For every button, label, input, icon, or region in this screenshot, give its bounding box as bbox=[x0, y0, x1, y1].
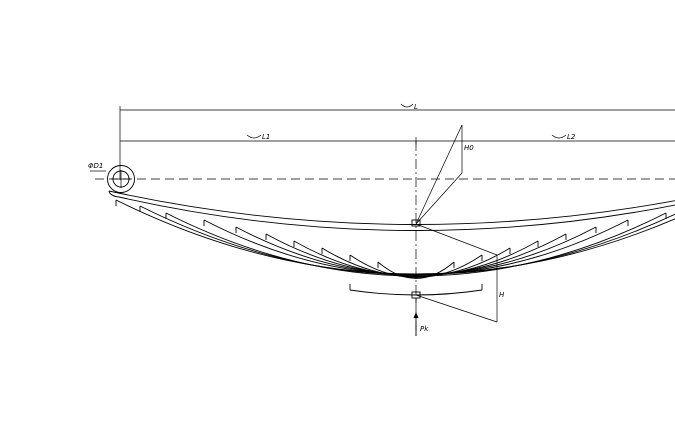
leaf-stack bbox=[108, 190, 675, 296]
dimension-l1-l2: L1 L2 bbox=[120, 133, 675, 145]
dimension-free-camber: H0 bbox=[415, 124, 474, 225]
label-eye-diameter: ΦD1 bbox=[88, 162, 103, 170]
label-camber-loaded: H bbox=[499, 291, 505, 299]
label-load: Pk bbox=[420, 325, 429, 333]
load-arrow: Pk bbox=[413, 312, 429, 336]
label-length-1: L1 bbox=[262, 133, 270, 141]
leaf-6-top bbox=[265, 233, 567, 276]
leaf-4-top bbox=[203, 219, 629, 276]
leaf-8-top bbox=[321, 247, 511, 278]
main-leaf-end bbox=[108, 190, 120, 198]
label-length-2: L2 bbox=[567, 133, 576, 141]
leaf-10-top bbox=[377, 261, 455, 279]
leaf-9-top bbox=[349, 254, 483, 278]
label-camber-free: H0 bbox=[464, 144, 474, 152]
leaf-7-top bbox=[293, 240, 539, 277]
spring-eye: ΦD1 bbox=[88, 162, 135, 193]
center-bolt bbox=[411, 219, 421, 303]
dimension-total-length: L bbox=[119, 103, 675, 180]
main-leaf-top bbox=[108, 190, 675, 225]
leaf-1-top bbox=[115, 199, 675, 275]
label-total-length: L bbox=[414, 103, 418, 111]
main-leaf-bottom bbox=[118, 196, 675, 231]
dimension-loaded-camber: H bbox=[415, 223, 505, 323]
